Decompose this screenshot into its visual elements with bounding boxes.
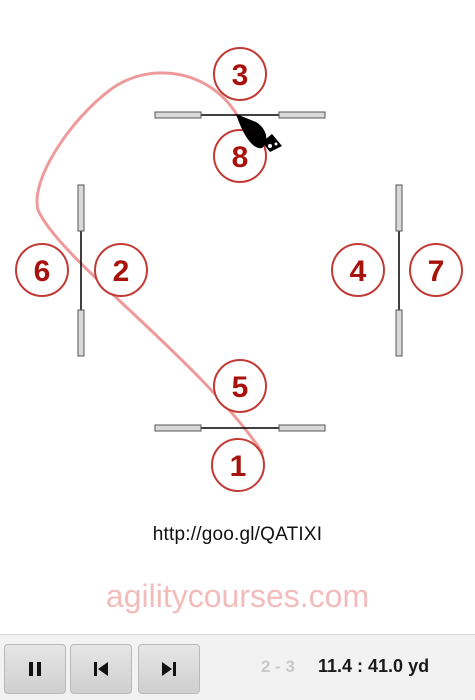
jump-bottom <box>154 424 326 432</box>
step-indicator: 2 - 3 <box>260 657 296 676</box>
svg-text:6: 6 <box>34 255 51 288</box>
dog-path <box>35 71 264 454</box>
jump-number-4: 4 <box>331 243 385 297</box>
dog-icon <box>236 114 282 152</box>
course-url[interactable]: http://goo.gl/QATIXI <box>152 524 323 545</box>
course-map: 1 2 3 4 5 6 7 8 <box>15 47 463 492</box>
watermark: agilitycourses.com <box>105 578 370 614</box>
distance-readout: 11.4 : 41.0 yd <box>318 656 430 676</box>
skip-back-icon <box>93 661 109 677</box>
jump-number-6: 6 <box>15 243 69 297</box>
jump-left <box>77 184 85 357</box>
jump-number-5: 5 <box>213 359 267 413</box>
jump-top <box>154 111 326 119</box>
jump-number-3: 3 <box>213 47 267 101</box>
next-button[interactable] <box>138 644 200 694</box>
svg-text:7: 7 <box>428 255 445 288</box>
svg-text:8: 8 <box>232 141 249 174</box>
previous-button[interactable] <box>70 644 132 694</box>
jump-number-2: 2 <box>94 243 148 297</box>
playback-toolbar: 2 - 3 11.4 : 41.0 yd <box>0 634 475 700</box>
skip-forward-icon <box>161 661 177 677</box>
svg-text:4: 4 <box>350 255 367 288</box>
svg-text:1: 1 <box>230 450 247 483</box>
jump-right <box>395 184 403 357</box>
jump-number-1: 1 <box>211 438 265 492</box>
pause-button[interactable] <box>4 644 66 694</box>
jump-number-7: 7 <box>409 243 463 297</box>
svg-text:3: 3 <box>232 59 249 92</box>
pause-icon <box>28 661 42 677</box>
svg-text:5: 5 <box>232 371 249 404</box>
svg-text:2: 2 <box>113 255 130 288</box>
